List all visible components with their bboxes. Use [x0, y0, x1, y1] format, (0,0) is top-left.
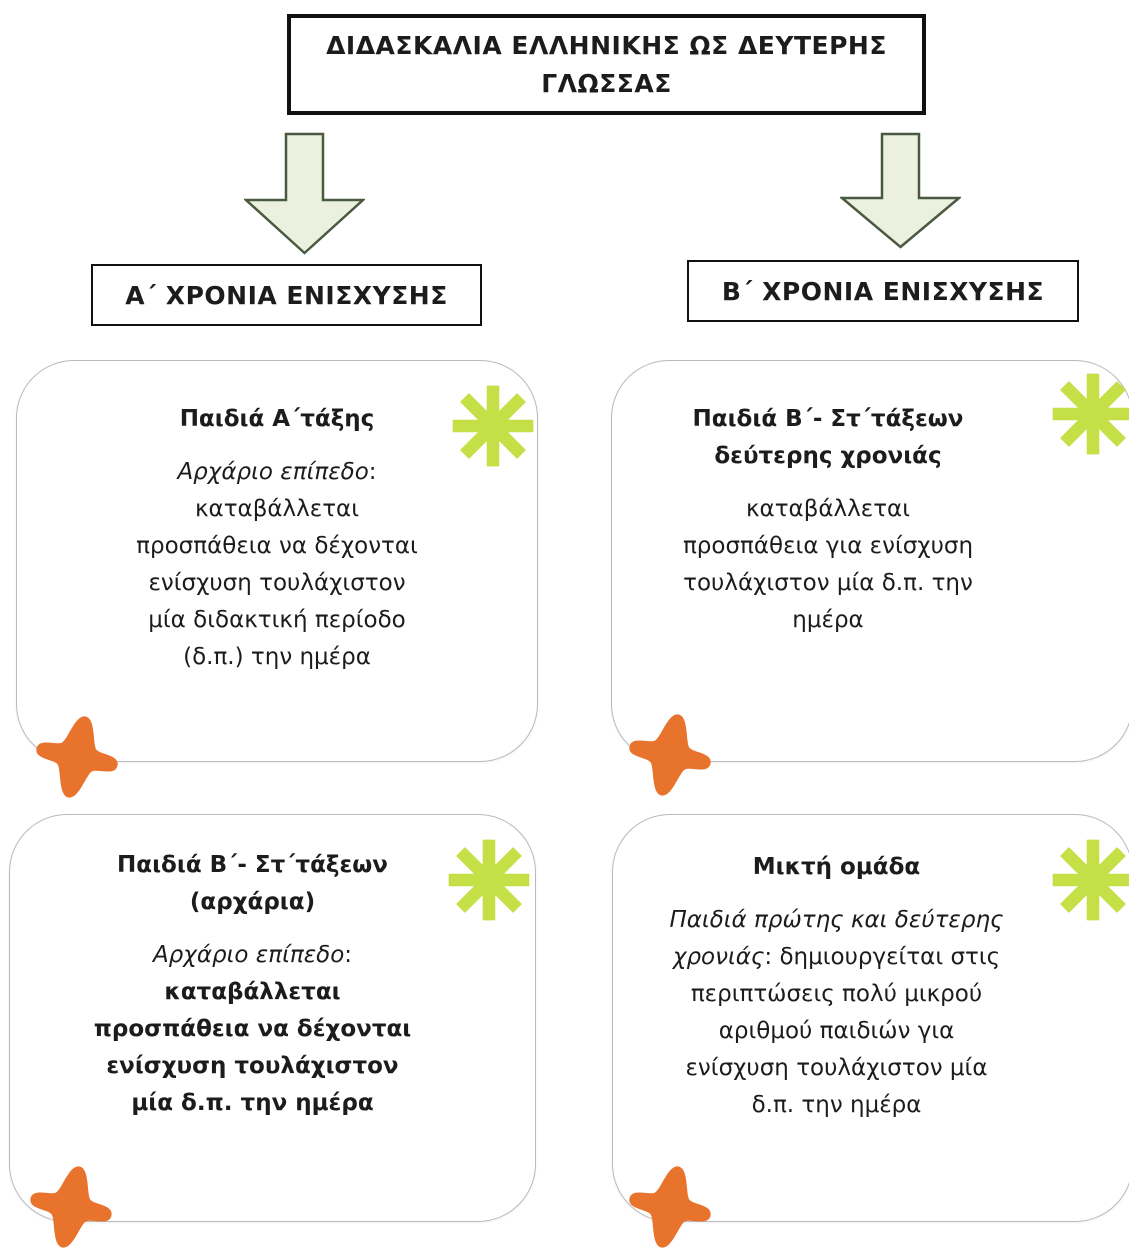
diagram-title: ΔΙΔΑΣΚΑΛΙΑ ΕΛΛΗΝΙΚΗΣ ΩΣ ΔΕΥΤΕΡΗΣ ΓΛΩΣΣΑΣ — [287, 14, 926, 115]
orange-flower-icon — [26, 1162, 116, 1252]
card-heading: (αρχάρια) — [189, 889, 316, 915]
card-second-year-grades: Παιδιά Β΄- Στ΄τάξεων δεύτερης χρονιάς κα… — [611, 360, 1129, 762]
card-lead-line: χρονιάς: δημιουργείται στις — [577, 939, 1096, 976]
green-star-icon — [451, 384, 535, 468]
down-arrow-left — [244, 132, 365, 255]
card-text-line: μία διδακτική περίοδο — [148, 607, 406, 633]
card-text-line: μία δ.π. την ημέρα — [131, 1090, 374, 1116]
card-beginner-grades: Παιδιά Β΄- Στ΄τάξεων (αρχάρια) Αρχάριο ε… — [9, 814, 536, 1222]
card-lead-colon: : — [344, 942, 353, 968]
card-text-line: ενίσχυση τουλάχιστον — [106, 1053, 399, 1079]
green-star-icon — [1051, 372, 1129, 456]
green-star-icon — [1051, 838, 1129, 922]
card-text-line: περιπτώσεις πολύ μικρού — [690, 981, 983, 1007]
card-heading: Παιδιά Α΄τάξης — [179, 406, 375, 432]
orange-flower-icon — [625, 710, 715, 800]
down-arrow-right — [840, 132, 961, 249]
card-text-line: δ.π. την ημέρα — [751, 1092, 922, 1118]
card-text-line: ενίσχυση τουλάχιστον — [148, 570, 406, 596]
card-lead: χρονιάς — [672, 944, 765, 970]
card-text-line: τουλάχιστον μία δ.π. την — [683, 570, 973, 596]
orange-flower-icon — [625, 1162, 715, 1252]
card-lead-line: Αρχάριο επίπεδο: — [17, 454, 537, 491]
card-lead: Αρχάριο επίπεδο — [177, 459, 369, 485]
card-lead: Αρχάριο επίπεδο — [152, 942, 345, 968]
card-text-line: προσπάθεια για ενίσχυση — [682, 533, 974, 559]
card-text-line: καταβάλλεται — [194, 496, 359, 522]
card-text-line: καταβάλλεται — [745, 496, 910, 522]
card-text-line: προσπάθεια να δέχονται — [93, 1016, 412, 1042]
card-lead-colon: : — [368, 459, 377, 485]
card-heading: Μικτή ομάδα — [752, 854, 921, 880]
green-star-icon — [447, 838, 531, 922]
card-text-line: : δημιουργείται στις — [764, 944, 1001, 970]
card-text-line: (δ.π.) την ημέρα — [183, 644, 371, 670]
card-text-line: ημέρα — [792, 607, 864, 633]
first-year-box: Α΄ ΧΡΟΝΙΑ ΕΝΙΣΧΥΣΗΣ — [91, 264, 482, 326]
card-text-line: προσπάθεια να δέχονται — [136, 533, 418, 559]
card-text-line: ενίσχυση τουλάχιστον μία — [685, 1055, 988, 1081]
card-lead-line: Αρχάριο επίπεδο: — [0, 937, 515, 974]
card-heading: Παιδιά Β΄- Στ΄τάξεων — [692, 406, 964, 432]
card-heading: δεύτερης χρονιάς — [714, 443, 942, 469]
card-text-line: αριθμού παιδιών για — [718, 1018, 955, 1044]
card-mixed-group: Μικτή ομάδα Παιδιά πρώτης και δεύτερης χ… — [612, 814, 1129, 1222]
card-text-line: καταβάλλεται — [164, 979, 341, 1005]
card-heading: Παιδιά Β΄- Στ΄τάξεων — [117, 852, 388, 878]
card-first-grade: Παιδιά Α΄τάξης Αρχάριο επίπεδο: καταβάλλ… — [16, 360, 538, 762]
card-lead: Παιδιά πρώτης και δεύτερης — [669, 907, 1004, 933]
second-year-box: Β΄ ΧΡΟΝΙΑ ΕΝΙΣΧΥΣΗΣ — [687, 260, 1079, 322]
orange-flower-icon — [32, 712, 122, 802]
